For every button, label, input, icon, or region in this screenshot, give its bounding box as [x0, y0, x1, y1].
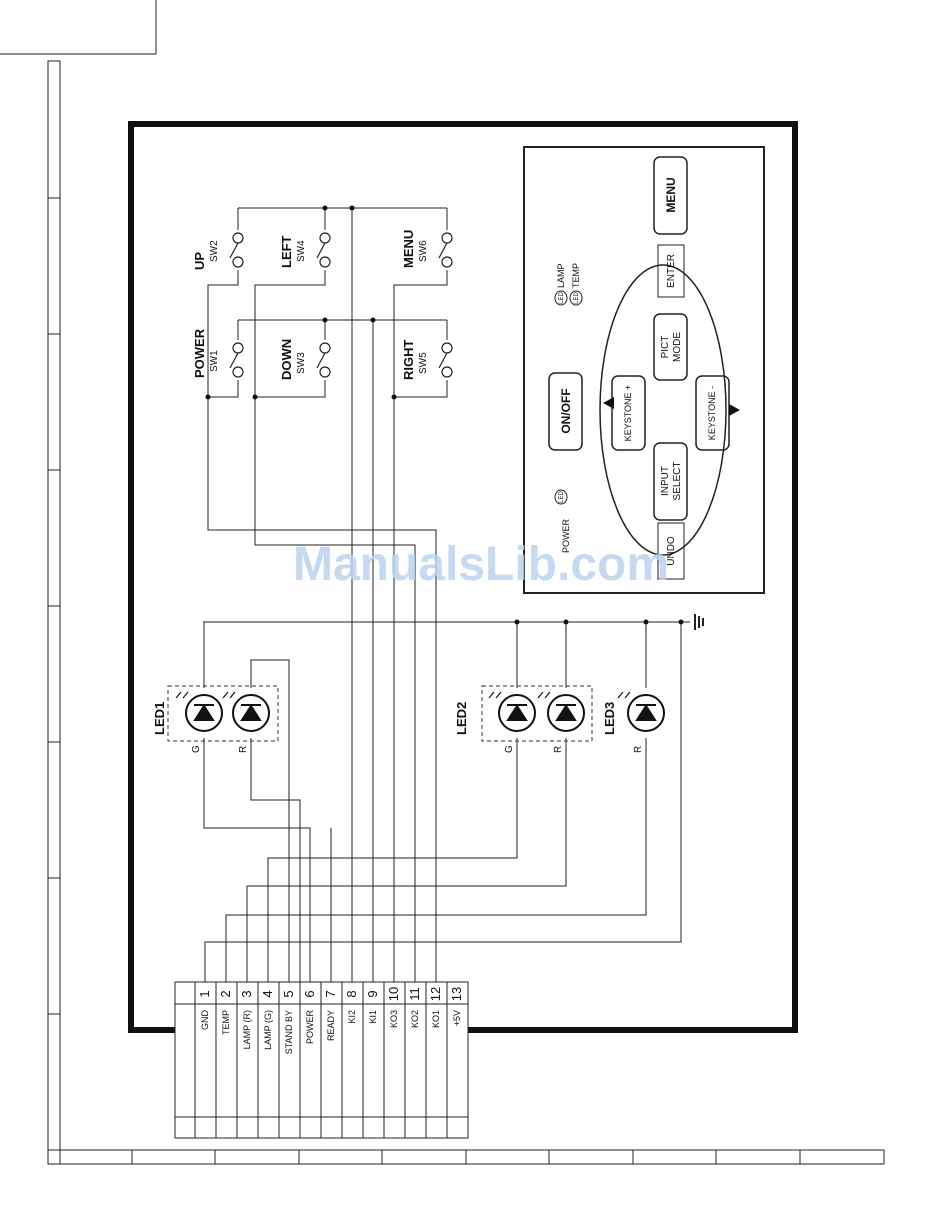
pin-number: 12 [428, 987, 443, 1001]
led1-label: LED1 [152, 702, 167, 735]
pin-number: 10 [386, 987, 401, 1001]
pin-number: 2 [218, 990, 233, 997]
keystone-plus-label: KEYSTONE + [623, 385, 633, 442]
arrow-up-icon [603, 397, 614, 409]
switch-name: RIGHT [401, 340, 416, 381]
pin-name: KO1 [431, 1010, 441, 1028]
keystone-minus-label: KEYSTONE - [707, 386, 717, 440]
led3-label: LED3 [602, 702, 617, 735]
pin-name: TEMP [221, 1010, 231, 1035]
switch-name: DOWN [279, 339, 294, 380]
pin-number: 3 [239, 990, 254, 997]
wiring [203, 208, 703, 982]
pin-name: KI1 [368, 1010, 378, 1024]
switch-name: POWER [192, 328, 207, 378]
switch-name: UP [192, 252, 207, 270]
led-badge: LED [559, 291, 565, 303]
pin-name: KI2 [347, 1010, 357, 1024]
switch-ref: SW3 [296, 352, 307, 374]
pin-name: READY [326, 1010, 336, 1041]
arrow-down-icon [729, 404, 740, 416]
pin-number: 5 [281, 990, 296, 997]
led-color-label: G [191, 745, 202, 753]
control-panel [524, 147, 764, 593]
led-color-label: R [238, 746, 249, 753]
pin-name: GND [200, 1010, 210, 1031]
pin-number: 13 [449, 987, 464, 1001]
pin-name: STAND BY [284, 1010, 294, 1054]
enter-label: ENTER [666, 254, 677, 288]
pict-label-2: MODE [672, 332, 683, 362]
pin-name: POWER [305, 1010, 315, 1045]
lamp-label: LAMP [556, 263, 566, 288]
pin-name: +5V [452, 1010, 462, 1026]
switch-labels: UP SW2 LEFT SW4 MENU SW6 POWER SW1 DOWN … [192, 230, 429, 380]
pin-number: 8 [344, 990, 359, 997]
panel-labels: ON/OFF MENU ENTER PICT MODE INPUT SELECT… [556, 177, 717, 565]
pin-number: 1 [197, 990, 212, 997]
input-label-2: SELECT [672, 462, 683, 501]
watermark: ManualsLib.com [293, 538, 669, 591]
switch-name: MENU [401, 230, 416, 268]
switch-ref: SW5 [418, 352, 429, 374]
on-off-label: ON/OFF [559, 388, 573, 433]
pin-name: KO2 [410, 1010, 420, 1028]
led2-label: LED2 [454, 702, 469, 735]
switch-name: LEFT [279, 235, 294, 268]
switch-ref: SW6 [418, 240, 429, 262]
pin-number: 6 [302, 990, 317, 997]
pin-name: LAMP (R) [242, 1010, 252, 1049]
led-badge: LED [574, 291, 580, 303]
led-color-label: R [633, 746, 644, 753]
switch-ref: SW1 [209, 350, 220, 372]
switch-ref: SW2 [209, 240, 220, 262]
pin-number: 7 [323, 990, 338, 997]
led-badge: LED [559, 490, 565, 502]
led-color-label: R [553, 746, 564, 753]
pin-number: 9 [365, 990, 380, 997]
led-color-label: G [504, 745, 515, 753]
input-label-1: INPUT [660, 466, 671, 496]
pin-number: 4 [260, 990, 275, 997]
pin-name: KO3 [389, 1010, 399, 1028]
pict-label-1: PICT [660, 336, 671, 359]
connector-table [175, 982, 468, 1138]
pin-name: LAMP (G) [263, 1010, 273, 1050]
pin-number: 11 [407, 987, 422, 1001]
menu-label: MENU [664, 177, 678, 212]
switch-ref: SW4 [296, 240, 307, 262]
temp-label: TEMP [571, 263, 581, 288]
